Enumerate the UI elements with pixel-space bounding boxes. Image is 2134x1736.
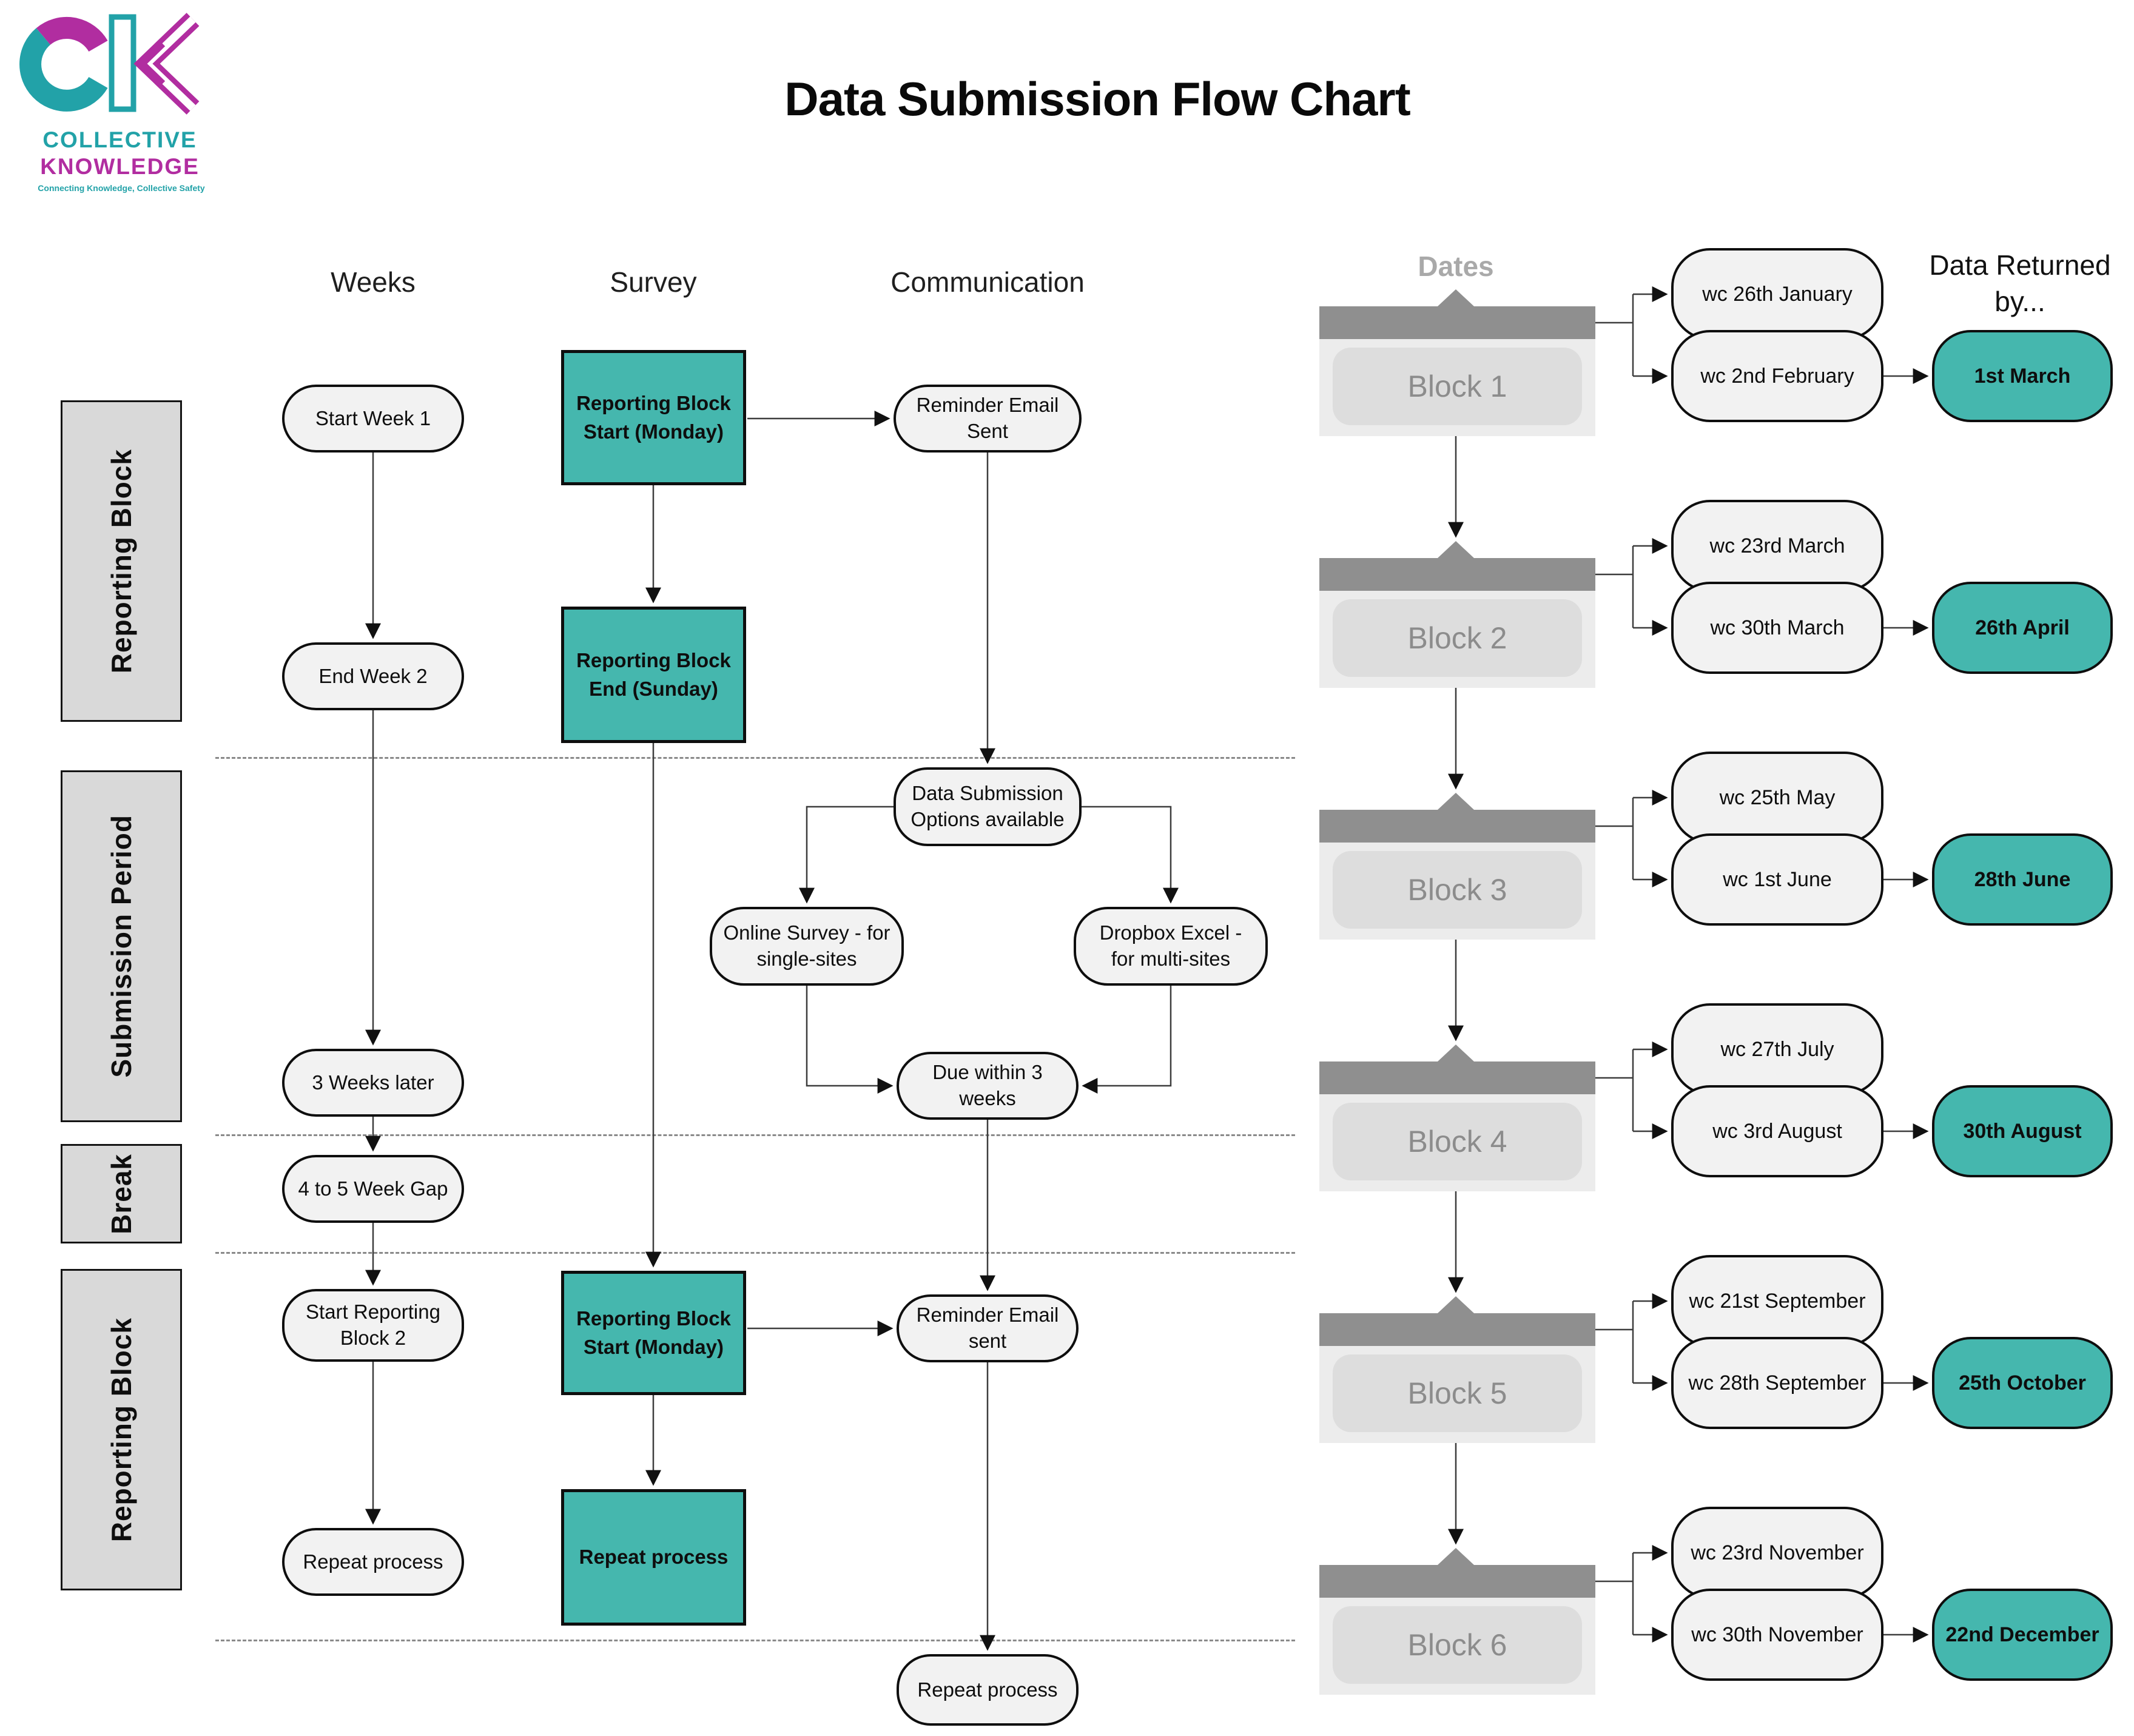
block-notch-icon [1438,541,1474,558]
date-node-block1-week2: wc 2nd February [1671,330,1883,422]
block-top-bar [1319,1565,1595,1598]
block-top-bar [1319,306,1595,339]
returned-node-block2: 26th April [1932,582,2113,674]
weeks-node-start-week-1: Start Week 1 [282,385,464,453]
block-notch-icon [1438,1045,1474,1061]
dates-block-4: Block 4 [1319,1045,1595,1191]
dates-block-3: Block 3 [1319,793,1595,940]
returned-node-block3: 28th June [1932,833,2113,926]
logo-word-collective: COLLECTIVE [42,127,197,152]
block-notch-icon [1438,793,1474,810]
weeks-node-start-reporting-block-2: Start Reporting Block 2 [282,1289,464,1362]
date-node-block1-week1: wc 26th January [1671,248,1883,340]
section-label-reporting-block-1: Reporting Block [61,400,182,722]
date-node-block6-week2: wc 30th November [1671,1589,1883,1681]
date-node-block3-week1: wc 25th May [1671,752,1883,844]
survey-node-reporting-block-end: Reporting Block End (Sunday) [561,607,746,743]
block-label: Block 5 [1333,1354,1582,1432]
dates-block-1: Block 1 [1319,289,1595,436]
date-node-block6-week1: wc 23rd November [1671,1507,1883,1599]
block-top-bar [1319,1313,1595,1346]
block-notch-icon [1438,289,1474,306]
column-header-data-returned: Data Returned by... [1899,247,2134,320]
date-node-block4-week1: wc 27th July [1671,1003,1883,1095]
section-divider-4 [215,1640,1295,1641]
block-label: Block 1 [1333,348,1582,425]
survey-node-repeat-process: Repeat process [561,1489,746,1626]
column-header-survey: Survey [610,266,697,298]
block-notch-icon [1438,1296,1474,1313]
column-header-communication: Communication [890,266,1085,298]
dates-block-6: Block 6 [1319,1548,1595,1695]
block-notch-icon [1438,1548,1474,1565]
weeks-node-repeat-process: Repeat process [282,1528,464,1596]
returned-node-block6: 22nd December [1932,1589,2113,1681]
section-divider-3 [215,1252,1295,1254]
ck-logo-icon [19,13,200,115]
column-header-weeks: Weeks [331,266,416,298]
comm-node-reminder-email-sent-2: Reminder Email sent [897,1294,1079,1362]
block-label: Block 6 [1333,1606,1582,1684]
date-node-block2-week1: wc 23rd March [1671,500,1883,592]
comm-node-online-survey: Online Survey - for single-sites [710,907,904,986]
block-top-bar [1319,1061,1595,1094]
block-label: Block 4 [1333,1103,1582,1180]
date-node-block4-week2: wc 3rd August [1671,1085,1883,1177]
logo-word-knowledge: KNOWLEDGE [40,154,200,179]
logo-tagline: Connecting Knowledge, Collective Safety [38,183,205,193]
column-header-dates: Dates [1418,251,1494,282]
date-node-block5-week1: wc 21st September [1671,1255,1883,1347]
block-label: Block 3 [1333,851,1582,929]
collective-knowledge-logo: COLLECTIVE KNOWLEDGE Connecting Knowledg… [18,8,218,193]
dates-block-2: Block 2 [1319,541,1595,688]
section-divider-2 [215,1134,1295,1136]
date-node-block5-week2: wc 28th September [1671,1337,1883,1429]
returned-node-block1: 1st March [1932,330,2113,422]
date-node-block2-week2: wc 30th March [1671,582,1883,674]
page-title: Data Submission Flow Chart [784,72,1410,126]
section-label-submission-period: Submission Period [61,770,182,1122]
comm-node-due-within-3-weeks: Due within 3 weeks [897,1052,1079,1120]
weeks-node-4-5-week-gap: 4 to 5 Week Gap [282,1155,464,1223]
weeks-node-3-weeks-later: 3 Weeks later [282,1049,464,1117]
survey-node-reporting-block-start-2: Reporting Block Start (Monday) [561,1271,746,1395]
date-node-block3-week2: wc 1st June [1671,833,1883,926]
comm-node-dropbox-excel: Dropbox Excel - for multi-sites [1074,907,1268,986]
block-top-bar [1319,558,1595,591]
comm-node-data-submission-options: Data Submission Options available [894,767,1082,846]
comm-node-repeat-process: Repeat process [897,1654,1079,1726]
block-top-bar [1319,810,1595,843]
returned-node-block4: 30th August [1932,1085,2113,1177]
comm-node-reminder-email-sent-1: Reminder Email Sent [894,385,1082,453]
returned-node-block5: 25th October [1932,1337,2113,1429]
section-label-reporting-block-2: Reporting Block [61,1269,182,1590]
data-returned-line2: by... [1994,285,2045,317]
dates-block-5: Block 5 [1319,1296,1595,1443]
section-label-break: Break [61,1144,182,1243]
weeks-node-end-week-2: End Week 2 [282,642,464,710]
data-returned-line1: Data Returned [1929,249,2111,281]
block-label: Block 2 [1333,599,1582,677]
survey-node-reporting-block-start-1: Reporting Block Start (Monday) [561,350,746,485]
section-divider-1 [215,757,1295,759]
